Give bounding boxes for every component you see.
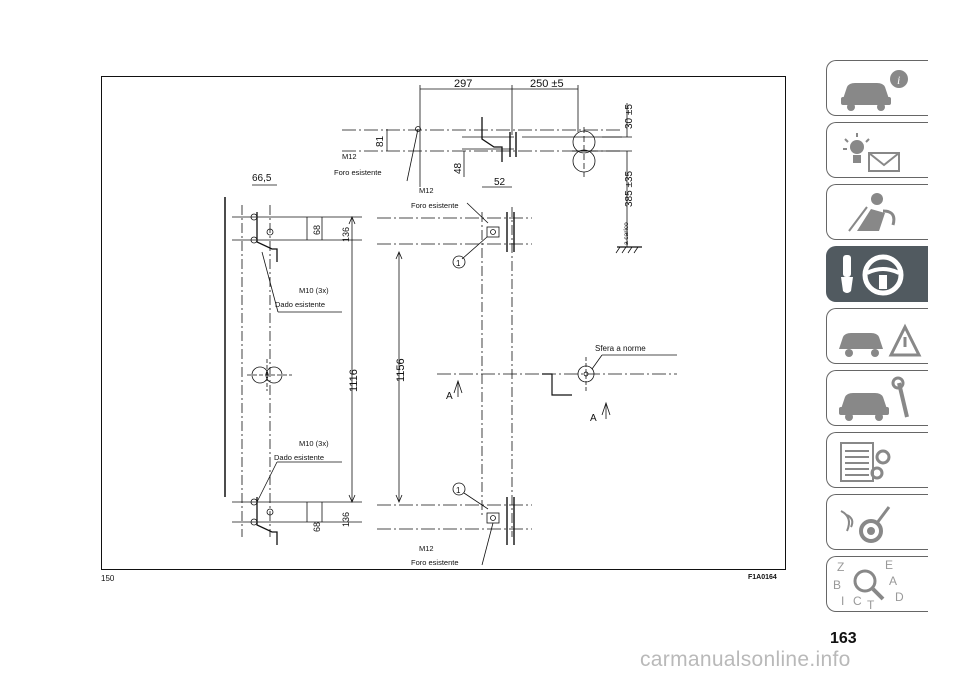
dim-136-bottom: 136 xyxy=(341,512,351,527)
diagram-drawing: 297 250 ±5 30 ±5 385 ±35 a carico 81 48 … xyxy=(224,78,677,567)
index-letter-a: A xyxy=(889,574,897,588)
index-letter-z: Z xyxy=(837,560,844,574)
tab-multimedia[interactable] xyxy=(826,494,928,550)
index-letter-e: E xyxy=(885,558,893,572)
label-dado-b: Dado esistente xyxy=(274,453,324,462)
figure-number: 150 xyxy=(101,574,115,583)
list-gears-icon xyxy=(840,442,891,482)
label-foro-a: Foro esistente xyxy=(334,168,382,177)
label-m10-b: M10 (3x) xyxy=(299,439,329,448)
dim-30: 30 ±5 xyxy=(624,104,635,129)
alphabet-search-icon: Z E B A I C T D xyxy=(833,558,904,612)
dim-1156: 1156 xyxy=(395,358,407,382)
tab-technical-data[interactable] xyxy=(826,432,928,488)
index-letter-d: D xyxy=(895,590,904,604)
car-info-icon: i xyxy=(841,70,908,111)
tab-car-info[interactable]: i xyxy=(826,60,928,116)
dim-297: 297 xyxy=(454,78,472,90)
dim-385: 385 ±35 xyxy=(624,170,635,207)
section-mark-a-right: A xyxy=(590,413,597,424)
car-crash-warning-icon xyxy=(839,323,922,357)
airbag-person-icon xyxy=(848,193,896,232)
dim-250: 250 ±5 xyxy=(530,78,564,90)
label-foro-b: Foro esistente xyxy=(411,201,459,210)
music-note-icon xyxy=(840,506,891,543)
section-mark-a-left: A xyxy=(446,391,453,402)
svg-text:i: i xyxy=(897,73,900,87)
label-m12-c: M12 xyxy=(419,544,434,553)
index-letter-i: I xyxy=(841,594,844,608)
label-m12-a: M12 xyxy=(342,152,357,161)
warning-lights-icon xyxy=(843,133,900,172)
dim-136-top: 136 xyxy=(341,227,351,242)
key-steering-wheel-icon xyxy=(841,254,904,296)
dim-68-bottom: 68 xyxy=(312,522,322,532)
towbar-installation-diagram: 297 250 ±5 30 ±5 385 ±35 a carico 81 48 … xyxy=(101,76,786,570)
tab-starting-driving[interactable] xyxy=(826,246,928,302)
tab-maintenance[interactable] xyxy=(826,370,928,426)
dim-81: 81 xyxy=(375,135,386,147)
label-carico: a carico xyxy=(623,222,630,245)
dim-48: 48 xyxy=(453,162,464,174)
watermark: carmanualsonline.info xyxy=(640,648,851,671)
tab-emergency[interactable] xyxy=(826,308,928,364)
dim-1116: 1116 xyxy=(348,369,360,392)
tab-index[interactable]: Z E B A I C T D xyxy=(826,556,928,612)
label-sfera: Sfera a norme xyxy=(595,344,646,353)
page-number: 163 xyxy=(830,630,857,647)
index-letter-b: B xyxy=(833,578,841,592)
index-letter-c: C xyxy=(853,594,862,608)
label-foro-c: Foro esistente xyxy=(411,558,459,567)
tab-safety[interactable] xyxy=(826,184,928,240)
car-wrench-icon xyxy=(839,376,909,421)
tab-warning-lights[interactable] xyxy=(826,122,928,178)
dim-52: 52 xyxy=(494,177,506,188)
label-m10-a: M10 (3x) xyxy=(299,286,329,295)
figure-code: F1A0164 xyxy=(748,574,777,581)
label-m12-b: M12 xyxy=(419,186,434,195)
callout-1-bottom: 1 xyxy=(456,486,461,495)
dim-66-5: 66,5 xyxy=(252,173,272,184)
label-dado-a: Dado esistente xyxy=(275,300,325,309)
callout-1-top: 1 xyxy=(456,259,461,268)
dim-68-top: 68 xyxy=(312,225,322,235)
index-letter-t: T xyxy=(867,598,875,612)
